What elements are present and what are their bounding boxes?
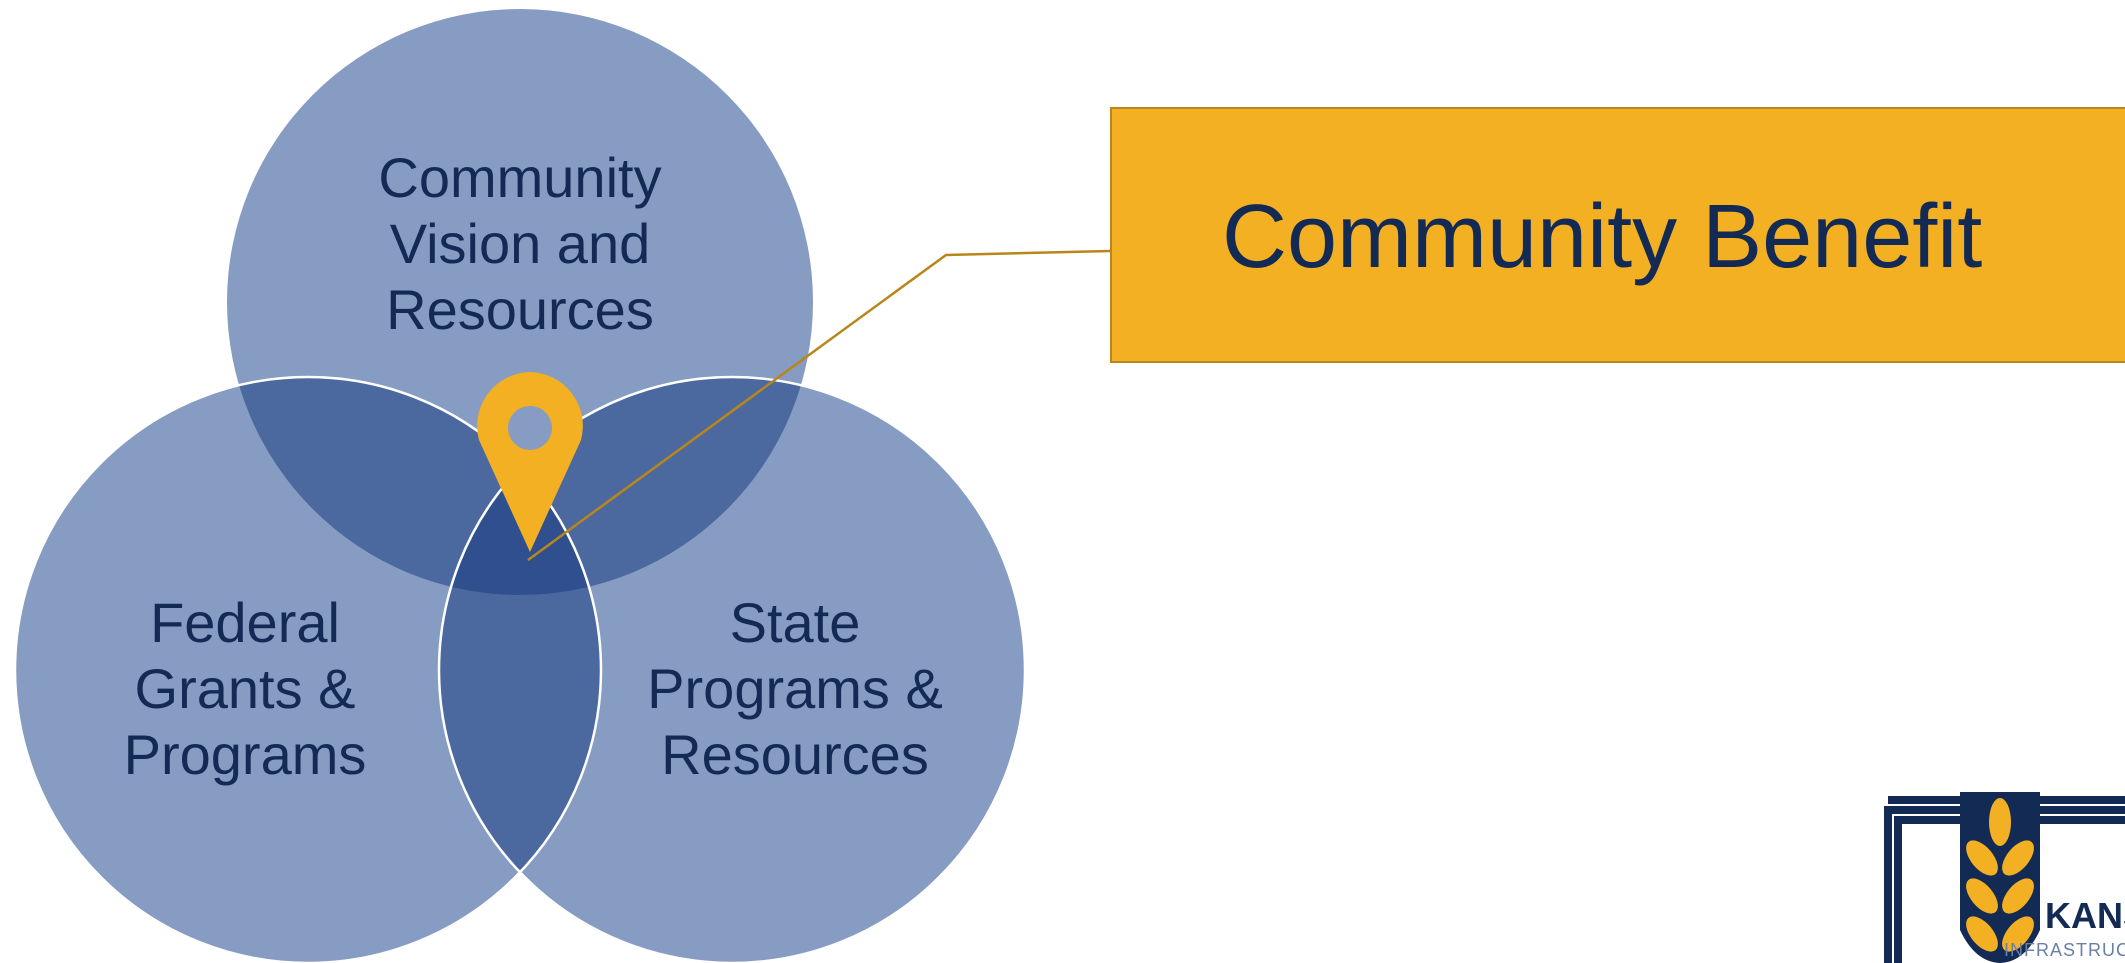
wheat-logo-icon: KANS INFRASTRUC [1884,792,2125,963]
overlap-top-right [439,377,813,595]
venn-label-top-line: Vision and [389,212,651,275]
venn-label-top-line: Community [378,146,662,209]
logo-text: KANS [2045,895,2125,936]
map-pin-icon [477,372,583,552]
venn-label-top-line: Resources [386,278,654,341]
venn-label-left: Federal Grants & Programs [45,590,445,788]
callout-leader-line [527,249,1111,562]
venn-outline-left [13,375,603,963]
venn-label-right-line: State [729,591,861,654]
venn-outline-right [437,375,1027,963]
overlap-top-left [227,377,601,595]
venn-label-right-line: Programs & [647,657,943,720]
venn-label-top: Community Vision and Resources [320,145,720,343]
venn-label-left-line: Federal [150,591,340,654]
callout-title: Community Benefit [1222,187,1983,287]
venn-label-left-line: Grants & [134,657,356,720]
venn-label-left-line: Programs [123,723,367,786]
callout-box: Community Benefit [1110,107,2125,363]
venn-label-right-line: Resources [661,723,929,786]
logo-subtext: INFRASTRUC [2004,940,2125,960]
venn-label-right: State Programs & Resources [595,590,995,788]
